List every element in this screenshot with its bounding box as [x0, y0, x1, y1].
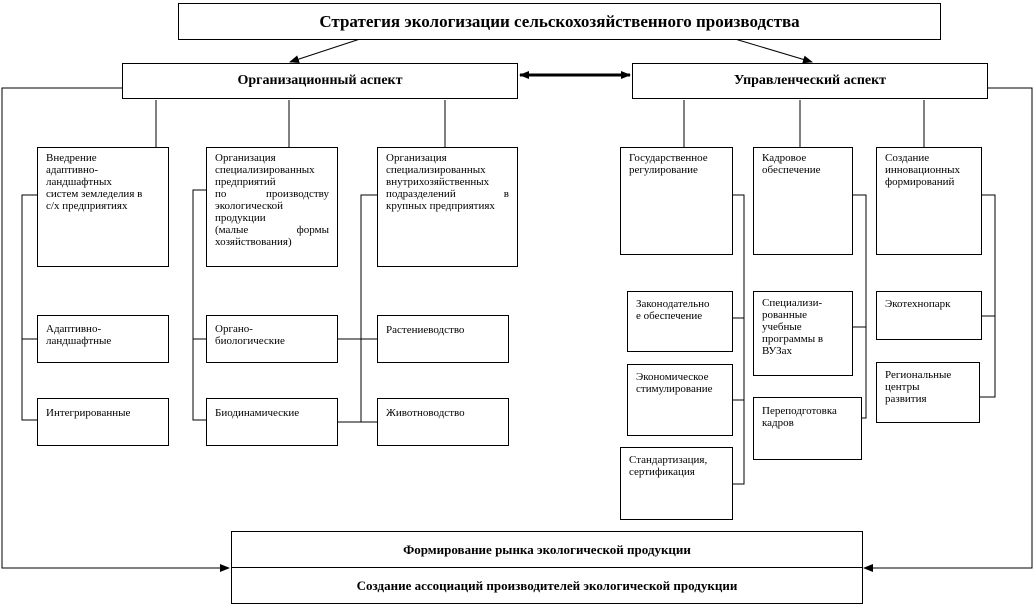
mgmt-aspect-heading: Управленческий аспект [632, 63, 988, 99]
mgmt-col1-item-1: Законодательно е обеспечение [627, 291, 733, 352]
arrow-org-to-bottom [1, 87, 230, 572]
org-col3-item-2: Животноводство [377, 398, 509, 446]
bottom-market-formation: Формирование рынка экологической продукц… [231, 531, 863, 568]
mgmt-col2-item-1: Специализи- рованные учебные программы в… [753, 291, 853, 376]
mgmt-col3-item-2: Региональные центры развития [876, 362, 980, 423]
mgmt-col1-item-3: Стандартизация, сертификация [620, 447, 733, 520]
mgmt-col2-top: Кадровое обеспечение [753, 147, 853, 255]
bottom-producers-association: Создание ассоциаций производителей эколо… [231, 567, 863, 604]
org-col1-top: Внедрение адаптивно- ландшафтных систем … [37, 147, 169, 267]
arrow-title-org [289, 38, 361, 63]
arrow-mgmt-to-bottom [863, 87, 1033, 572]
mgmt-col3-item-1: Экотехнопарк [876, 291, 982, 340]
mgmt-col3-top: Создание инновационных формирований [876, 147, 982, 255]
mgmt-col1-top: Государственное регулирование [620, 147, 733, 255]
org-col2-top: Организация специализированных предприят… [206, 147, 338, 267]
org-col2-item-1: Органо- биологические [206, 315, 338, 363]
mgmt-col1-item-2: Экономическое стимулирование [627, 364, 733, 436]
org-col1-item-1: Адаптивно- ландшафтные [37, 315, 169, 363]
org-col3-item-1: Растениеводство [377, 315, 509, 363]
strategy-title: Стратегия экологизации сельскохозяйствен… [178, 3, 941, 40]
mgmt-col2-item-2: Переподготовка кадров [753, 397, 862, 460]
org-aspect-heading: Организационный аспект [122, 63, 518, 99]
org-col1-item-2: Интегрированные [37, 398, 169, 446]
arrow-title-mgmt [734, 38, 813, 64]
org-col3-top: Организация специализированных внутрихоз… [377, 147, 518, 267]
org-col2-item-2: Биодинамические [206, 398, 338, 446]
